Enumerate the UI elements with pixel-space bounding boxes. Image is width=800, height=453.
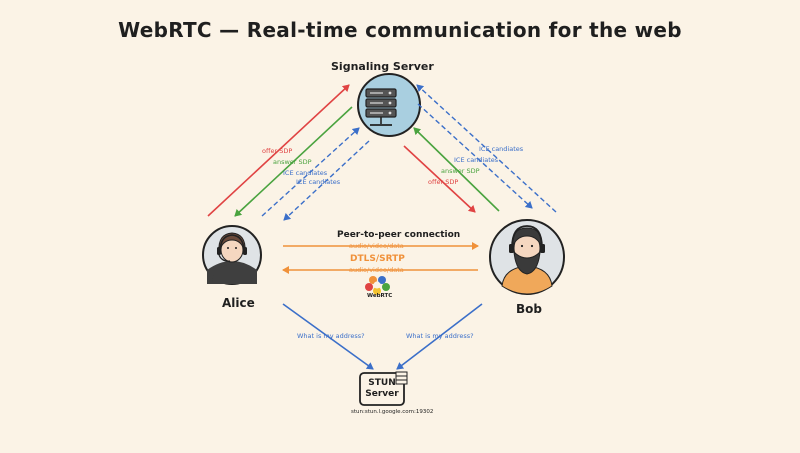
- stun-server-node: [359, 371, 408, 406]
- p2p-bottom-label: audio/video/data: [349, 266, 404, 274]
- bob-offer-sdp-label: offer SDP: [428, 178, 459, 186]
- p2p-protocol-label: DTLS/SRTP: [350, 254, 405, 264]
- signaling-server-label: Signaling Server: [331, 60, 434, 73]
- bob-avatar: [489, 219, 565, 295]
- alice-answer-sdp-arrow: [234, 106, 353, 217]
- alice-label: Alice: [222, 296, 255, 310]
- p2p-top-label: audio/video/data: [349, 242, 404, 250]
- alice-ice-label-2: ICE candiates: [296, 178, 341, 186]
- bob-ice-in-arrow: [417, 103, 533, 209]
- stun-server-label: STUN Server: [362, 378, 402, 400]
- server-rack-icon: [365, 88, 397, 126]
- alice-answer-sdp-label: answer SDP: [273, 158, 312, 166]
- signaling-server-node: [357, 73, 421, 137]
- p2p-heading: Peer-to-peer connection: [337, 230, 461, 240]
- alice-offer-sdp-label: offer SDP: [262, 147, 293, 155]
- bob-stun-query-arrow: [396, 303, 483, 370]
- bob-ice-label-2: ICE candiates: [454, 156, 499, 164]
- webrtc-logo-icon: [365, 276, 390, 295]
- alice-ice-out-arrow: [261, 127, 360, 217]
- stun-address-label: stun:stun.l.google.com:19302: [351, 409, 434, 415]
- alice-offer-sdp-arrow: [207, 84, 350, 217]
- alice-avatar: [202, 225, 262, 285]
- bob-offer-sdp-arrow: [403, 145, 476, 213]
- bob-stun-query-label: What is my address?: [406, 332, 474, 340]
- stun-label-line1: STUN: [368, 378, 396, 388]
- alice-ice-label-1: ICE candiates: [283, 169, 328, 177]
- page-title: WebRTC — Real-time communication for the…: [118, 18, 682, 42]
- alice-stun-query-arrow: [282, 303, 374, 370]
- bob-ice-label-1: ICE candiates: [479, 145, 524, 153]
- server-stack-icon: [395, 371, 408, 385]
- bob-label: Bob: [516, 302, 542, 316]
- webrtc-logo-text: WebRTC: [367, 293, 393, 299]
- bob-answer-sdp-label: answer SDP: [441, 167, 480, 175]
- bob-answer-sdp-arrow: [413, 127, 500, 212]
- alice-ice-in-arrow: [283, 140, 370, 221]
- alice-stun-query-label: What is my address?: [297, 332, 365, 340]
- bob-ice-out-arrow: [416, 84, 557, 213]
- stun-label-line2: Server: [365, 389, 399, 399]
